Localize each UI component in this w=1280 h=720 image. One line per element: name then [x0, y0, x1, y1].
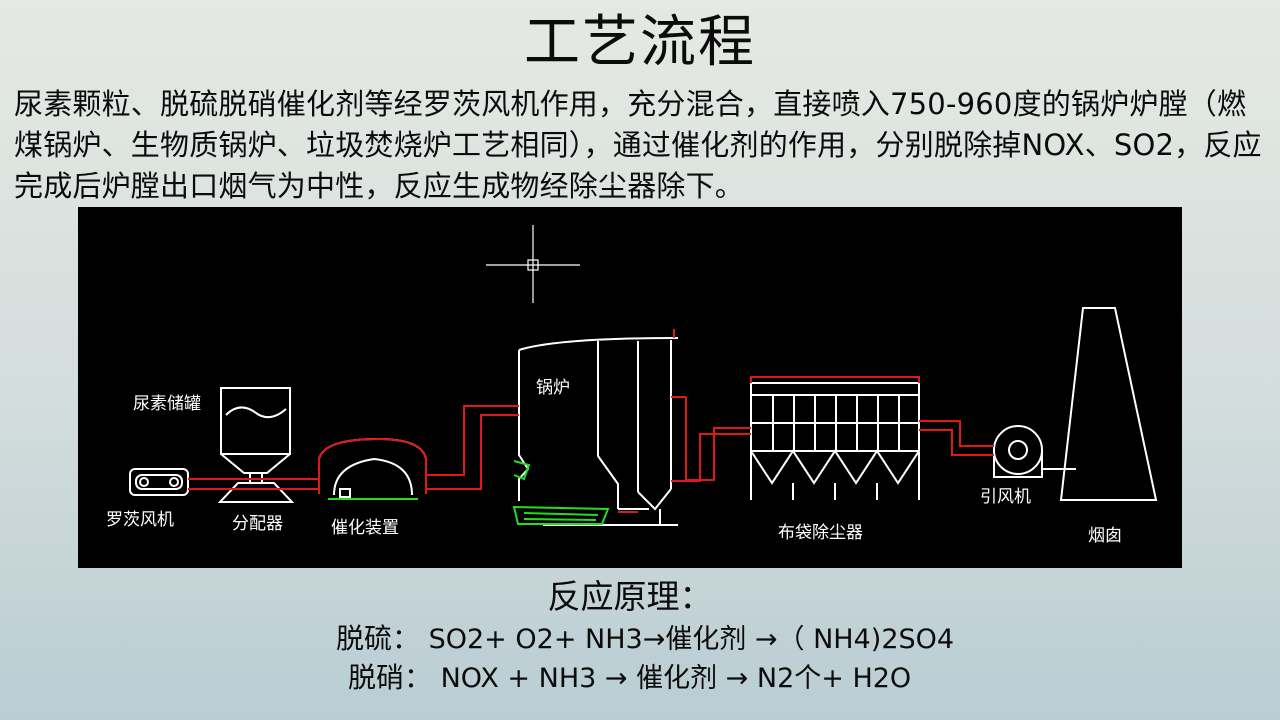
- desulfurization-label: 脱硫：: [336, 622, 421, 655]
- label-bag-filter: 布袋除尘器: [778, 523, 863, 543]
- urea-tank-drawing: [220, 387, 291, 484]
- label-catalytic-device: 催化装置: [331, 518, 399, 538]
- label-roots-blower: 罗茨风机: [106, 510, 174, 530]
- desulfurization-equation: 脱硫： SO2+ O2+ NH3→催化剂 →（ NH4)2SO4: [336, 620, 954, 659]
- cad-crosshair-cursor: [486, 225, 580, 303]
- chimney-drawing: [1059, 307, 1158, 501]
- process-flow-drawing: [129, 225, 1158, 526]
- desulfurization-formula: SO2+ O2+ NH3→催化剂 →（ NH4)2SO4: [428, 624, 955, 655]
- denitrification-label: 脱硝：: [348, 661, 433, 694]
- bag-filter-drawing: [750, 382, 920, 500]
- label-boiler: 锅炉: [536, 378, 570, 398]
- process-flow-diagram: 尿素储罐 罗茨风机 分配器 催化装置 锅炉 布袋除尘器 引风机 烟囱: [78, 207, 1182, 568]
- denitrification-formula: NOX + NH3 → 催化剂 → N2个+ H2O: [440, 663, 912, 694]
- denitrification-equation: 脱硝： NOX + NH3 → 催化剂 → N2个+ H2O: [348, 659, 911, 698]
- label-urea-tank: 尿素储罐: [133, 394, 201, 414]
- reaction-principle-title: 反应原理：: [547, 577, 713, 616]
- catalytic-device-drawing: [318, 437, 427, 498]
- pipe-network: [188, 329, 994, 513]
- roots-blower-drawing: [129, 468, 189, 496]
- slide-title: 工艺流程: [524, 10, 756, 75]
- distributor-drawing: [217, 482, 295, 503]
- burner-feed-drawing: [328, 460, 610, 525]
- boiler-drawing: [518, 337, 679, 526]
- label-id-fan: 引风机: [980, 487, 1031, 507]
- label-distributor: 分配器: [232, 514, 283, 534]
- id-fan-drawing: [993, 425, 1076, 478]
- label-chimney: 烟囱: [1088, 526, 1122, 546]
- intro-paragraph: 尿素颗粒、脱硫脱硝催化剂等经罗茨风机作用，充分混合，直接喷入750-960度的锅…: [14, 87, 1262, 203]
